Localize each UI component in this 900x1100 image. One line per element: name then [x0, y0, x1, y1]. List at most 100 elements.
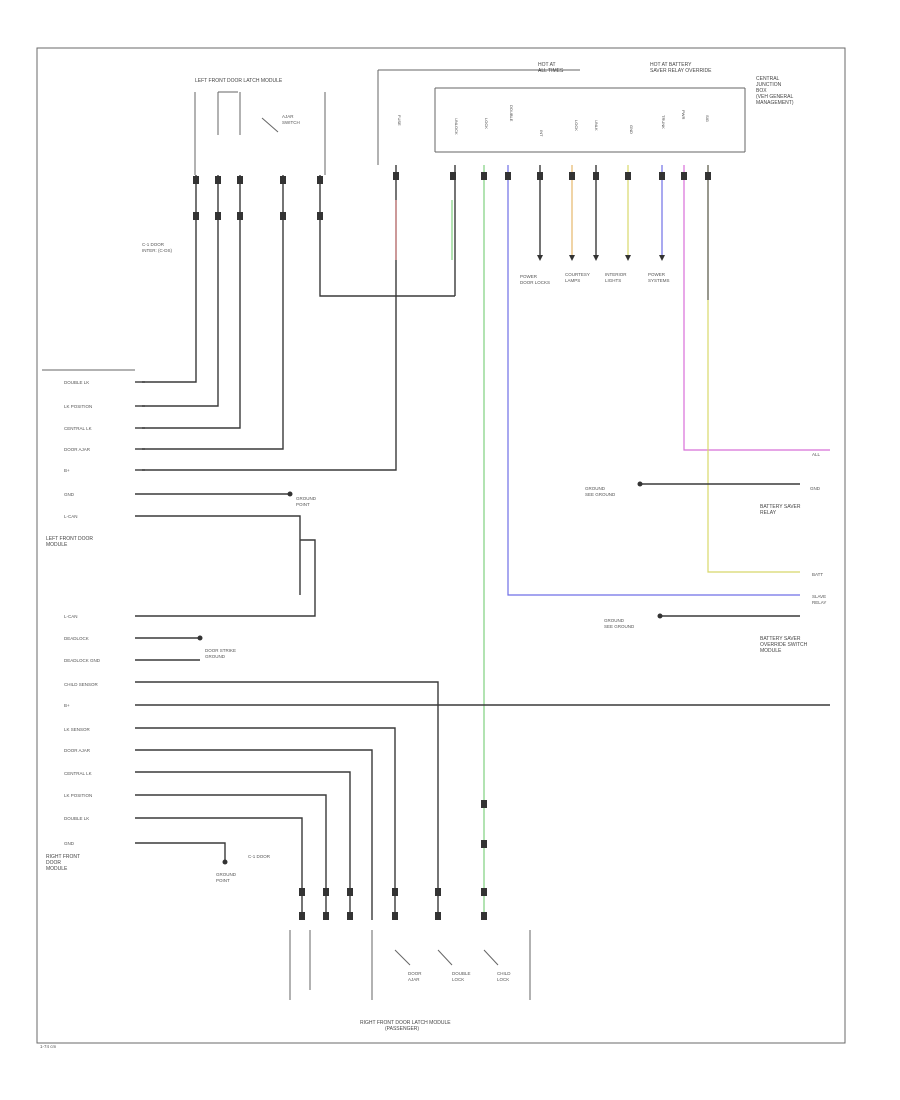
lf-connector-label: C-1 DOOR [142, 242, 165, 247]
svg-text:SLAVE: SLAVE [812, 594, 826, 599]
rf-door-connectors [299, 888, 487, 920]
svg-text:BATTERY SAVER: BATTERY SAVER [760, 504, 801, 510]
lf-module-pins-top: DOUBLE LK LK POSITION CENTRAL LK DOOR AJ… [64, 380, 92, 519]
svg-text:DEADLOCK GND: DEADLOCK GND [64, 658, 101, 663]
svg-text:GND: GND [810, 486, 821, 491]
svg-text:CHILD SENSOR: CHILD SENSOR [64, 682, 99, 687]
svg-text:RELAY: RELAY [812, 600, 826, 605]
svg-text:JUNCTION: JUNCTION [756, 82, 782, 88]
svg-text:GND: GND [64, 492, 75, 497]
svg-text:LK POSITION: LK POSITION [64, 404, 92, 409]
svg-text:GND: GND [64, 841, 75, 846]
svg-text:HOT AT: HOT AT [538, 62, 556, 68]
right-side-modules: GROUND SEE GROUND GND BATTERY SAVER RELA… [585, 452, 826, 654]
lf-module-wire-stubs [135, 381, 316, 595]
svg-text:LAMPS: LAMPS [565, 278, 580, 283]
central-junction-box: HOT AT ALL TIMES HOT AT BATTERY SAVER RE… [377, 62, 794, 165]
svg-text:CHILD: CHILD [497, 971, 511, 976]
svg-text:LOCK: LOCK [452, 977, 464, 982]
svg-text:ALL: ALL [812, 452, 821, 457]
svg-text:DOUBLE: DOUBLE [452, 971, 471, 976]
left-front-door-lock-module: LEFT FRONT DOOR LATCH MODULE AJAR SWITCH [194, 78, 326, 175]
svg-text:(PASSENGER): (PASSENGER) [385, 1026, 419, 1032]
svg-text:INTERIOR: INTERIOR [605, 272, 627, 277]
svg-text:LOCK: LOCK [497, 977, 509, 982]
svg-text:UNLK: UNLK [594, 120, 599, 131]
rf-module-pins: L-CAN DEADLOCK DEADLOCK GND CHILD SENSOR… [64, 614, 101, 846]
svg-text:GROUND: GROUND [604, 618, 625, 623]
svg-text:CENTRAL: CENTRAL [756, 76, 780, 82]
svg-text:RIGHT FRONT DOOR LATCH MODULE: RIGHT FRONT DOOR LATCH MODULE [360, 1020, 451, 1026]
svg-text:POWER: POWER [520, 274, 538, 279]
svg-text:GROUND: GROUND [296, 496, 317, 501]
svg-text:LK POSITION: LK POSITION [64, 793, 92, 798]
svg-text:POWER: POWER [648, 272, 666, 277]
svg-text:DOUBLE LK: DOUBLE LK [64, 380, 89, 385]
green-wire-splice [481, 800, 487, 848]
svg-text:SEE GROUND: SEE GROUND [604, 624, 635, 629]
svg-text:ALL TIMES: ALL TIMES [538, 68, 564, 74]
junction-pin-labels: FUSE UNLOCK LOCK DOUBLE INT LOCK UNLK GN… [397, 105, 710, 137]
svg-text:L-CAN: L-CAN [64, 614, 78, 619]
svg-text:L-CAN: L-CAN [64, 514, 78, 519]
svg-text:CENTRAL LK: CENTRAL LK [64, 426, 92, 431]
svg-text:DOUBLE: DOUBLE [509, 105, 514, 122]
junction-connectors [393, 172, 711, 261]
svg-text:POINT: POINT [296, 502, 310, 507]
svg-text:RELAY: RELAY [760, 510, 777, 516]
svg-text:MODULE: MODULE [760, 648, 782, 654]
svg-text:LK SENSOR: LK SENSOR [64, 727, 91, 732]
svg-text:(VEH GENERAL: (VEH GENERAL [756, 94, 793, 100]
footer-code: 1-74 cm [40, 1044, 57, 1049]
svg-text:LIGHTS: LIGHTS [605, 278, 621, 283]
ground-point-1: GROUND POINT [287, 491, 317, 507]
svg-text:DOOR STRIKE: DOOR STRIKE [205, 648, 236, 653]
svg-text:B+: B+ [64, 703, 70, 708]
svg-text:GROUND: GROUND [585, 486, 606, 491]
svg-text:FUSE: FUSE [397, 115, 402, 126]
svg-text:DOOR LOCKS: DOOR LOCKS [520, 280, 550, 285]
svg-text:SIG: SIG [705, 115, 710, 122]
svg-text:BATTERY SAVER: BATTERY SAVER [760, 636, 801, 642]
svg-text:SEE GROUND: SEE GROUND [585, 492, 616, 497]
svg-text:DOOR: DOOR [408, 971, 422, 976]
svg-text:B+: B+ [64, 468, 70, 473]
svg-text:COURTESY: COURTESY [565, 272, 590, 277]
svg-text:CENTRAL LK: CENTRAL LK [64, 771, 92, 776]
body-control-module: LEFT FRONT DOOR MODULE RIGHT FRONT DOOR … [42, 369, 135, 872]
svg-text:SWITCH: SWITCH [282, 120, 300, 125]
svg-text:LOCK: LOCK [574, 120, 579, 131]
svg-text:C-1 DOOR: C-1 DOOR [248, 854, 271, 859]
svg-text:MODULE: MODULE [46, 542, 68, 548]
svg-text:DOOR: DOOR [46, 860, 61, 866]
left-front-door-lock-module-label: LEFT FRONT DOOR LATCH MODULE [195, 78, 283, 84]
svg-text:SAVER RELAY OVERRIDE: SAVER RELAY OVERRIDE [650, 68, 712, 74]
svg-text:LOCK: LOCK [484, 118, 489, 129]
svg-text:DOOR AJAR: DOOR AJAR [64, 447, 91, 452]
svg-text:GROUND: GROUND [216, 872, 237, 877]
svg-text:PWR: PWR [681, 110, 686, 119]
svg-text:DEADLOCK: DEADLOCK [64, 636, 89, 641]
svg-text:TRUNK: TRUNK [661, 115, 666, 129]
lf-door-connectors [193, 176, 323, 220]
svg-text:POINT: POINT [216, 878, 230, 883]
svg-text:INT: INT [539, 130, 544, 137]
rf-ground-symbols: DOOR STRIKE GROUND GROUND POINT C-1 DOOR [197, 635, 271, 883]
svg-text:AJAR: AJAR [282, 114, 294, 119]
lf-door-wires [142, 175, 455, 450]
svg-text:DOOR AJAR: DOOR AJAR [64, 748, 91, 753]
svg-text:INTER: (C-DS): INTER: (C-DS) [142, 248, 172, 253]
svg-text:HOT AT BATTERY: HOT AT BATTERY [650, 62, 692, 68]
svg-text:AJAR: AJAR [408, 977, 420, 982]
svg-text:BOX: BOX [756, 88, 767, 94]
svg-text:RIGHT FRONT: RIGHT FRONT [46, 854, 80, 860]
svg-text:SYSTEMS: SYSTEMS [648, 278, 670, 283]
svg-text:LEFT FRONT DOOR: LEFT FRONT DOOR [46, 536, 93, 542]
diagram-frame [36, 47, 846, 1044]
svg-text:MODULE: MODULE [46, 866, 68, 872]
rf-module-wires [135, 595, 830, 920]
svg-text:MANAGEMENT): MANAGEMENT) [756, 100, 794, 106]
